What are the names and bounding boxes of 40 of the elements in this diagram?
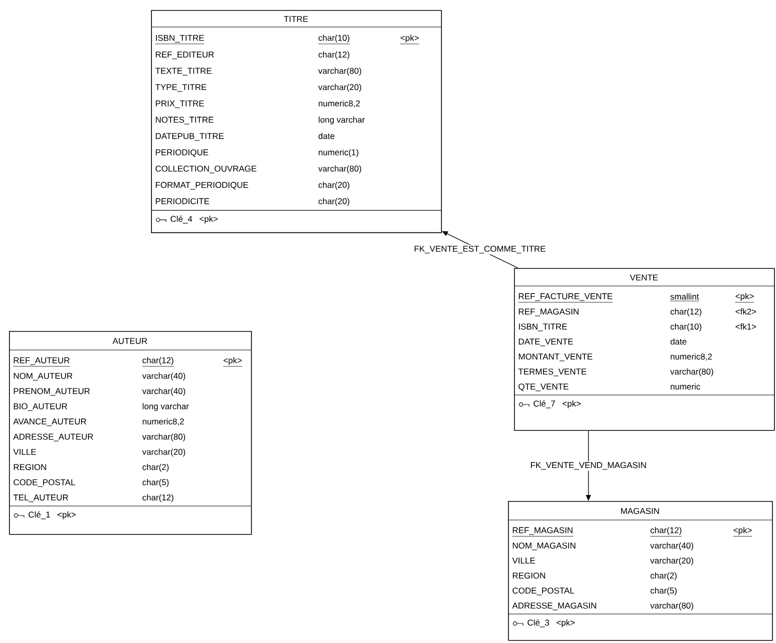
column-row: CODE_POSTAL char(5) xyxy=(512,587,677,596)
column-row: ADRESSE_MAGASIN varchar(80) xyxy=(512,602,694,610)
column-row: BIO_AUTEUR long varchar xyxy=(14,403,189,411)
column-row: VILLE varchar(20) xyxy=(13,448,186,457)
column-row: REF_MAGASIN char(12) <pk> xyxy=(512,526,752,536)
key-row: Clé_7 <pk> xyxy=(518,400,581,408)
column-row: FORMAT_PERIODIQUE char(20) xyxy=(156,182,350,190)
column-row: DATEPUB_TITRE date xyxy=(156,132,334,141)
column-row: PRENOM_AUTEUR varchar(40) xyxy=(14,388,186,396)
column-row: TYPE_TITRE varchar(20) xyxy=(155,84,362,92)
column-row: ISBN_TITRE char(10) <pk> xyxy=(155,34,420,44)
column-row: CODE_POSTAL char(5) xyxy=(14,479,169,487)
edge-label: FK_VENTE_EST_COMME_TITRE xyxy=(413,244,547,254)
column-row: REF_MAGASIN char(12) <fk2> xyxy=(518,308,756,316)
column-row: REF_AUTEUR char(12) <pk> xyxy=(13,357,242,367)
column-row: MONTANT_VENTE numeric8,2 xyxy=(518,353,712,362)
column-row: ADRESSE_AUTEUR varchar(80) xyxy=(13,433,186,442)
column-row: PRIX_TITRE numeric8,2 xyxy=(156,100,360,108)
column-row: QTE_VENTE numeric xyxy=(518,383,700,392)
key-row: Clé_4 <pk> xyxy=(156,216,218,224)
column-row: NOM_MAGASIN varchar(40) xyxy=(512,542,694,550)
column-row: REF_FACTURE_VENTE smallint <pk> xyxy=(518,292,754,302)
column-row: ISBN_TITRE char(10) <fk1> xyxy=(519,323,756,332)
column-row: TEXTE_TITRE varchar(80) xyxy=(155,68,362,76)
column-row: DATE_VENTE date xyxy=(518,338,686,346)
column-row: VILLE varchar(20) xyxy=(512,557,694,566)
edge-label: FK_VENTE_VEND_MAGASIN xyxy=(529,461,648,471)
key-row: Clé_1 <pk> xyxy=(14,511,76,520)
column-row: PERIODIQUE numeric(1) xyxy=(156,149,358,157)
column-row: COLLECTION_OUVRAGE varchar(80) xyxy=(156,165,362,174)
key-row: Clé_3 <pk> xyxy=(512,619,575,628)
column-row: TEL_AUTEUR char(12) xyxy=(13,494,174,502)
column-row: TERMES_VENTE varchar(80) xyxy=(518,368,714,376)
column-row: REGION char(2) xyxy=(14,464,169,472)
column-row: NOM_AUTEUR varchar(40) xyxy=(14,372,186,381)
column-row: REGION char(2) xyxy=(512,572,677,580)
column-row: NOTES_TITRE long varchar xyxy=(156,116,365,124)
column-row: PERIODICITE char(20) xyxy=(156,198,350,206)
column-row: AVANCE_AUTEUR numeric8,2 xyxy=(13,418,184,426)
column-row: REF_EDITEUR char(12) xyxy=(156,51,350,60)
